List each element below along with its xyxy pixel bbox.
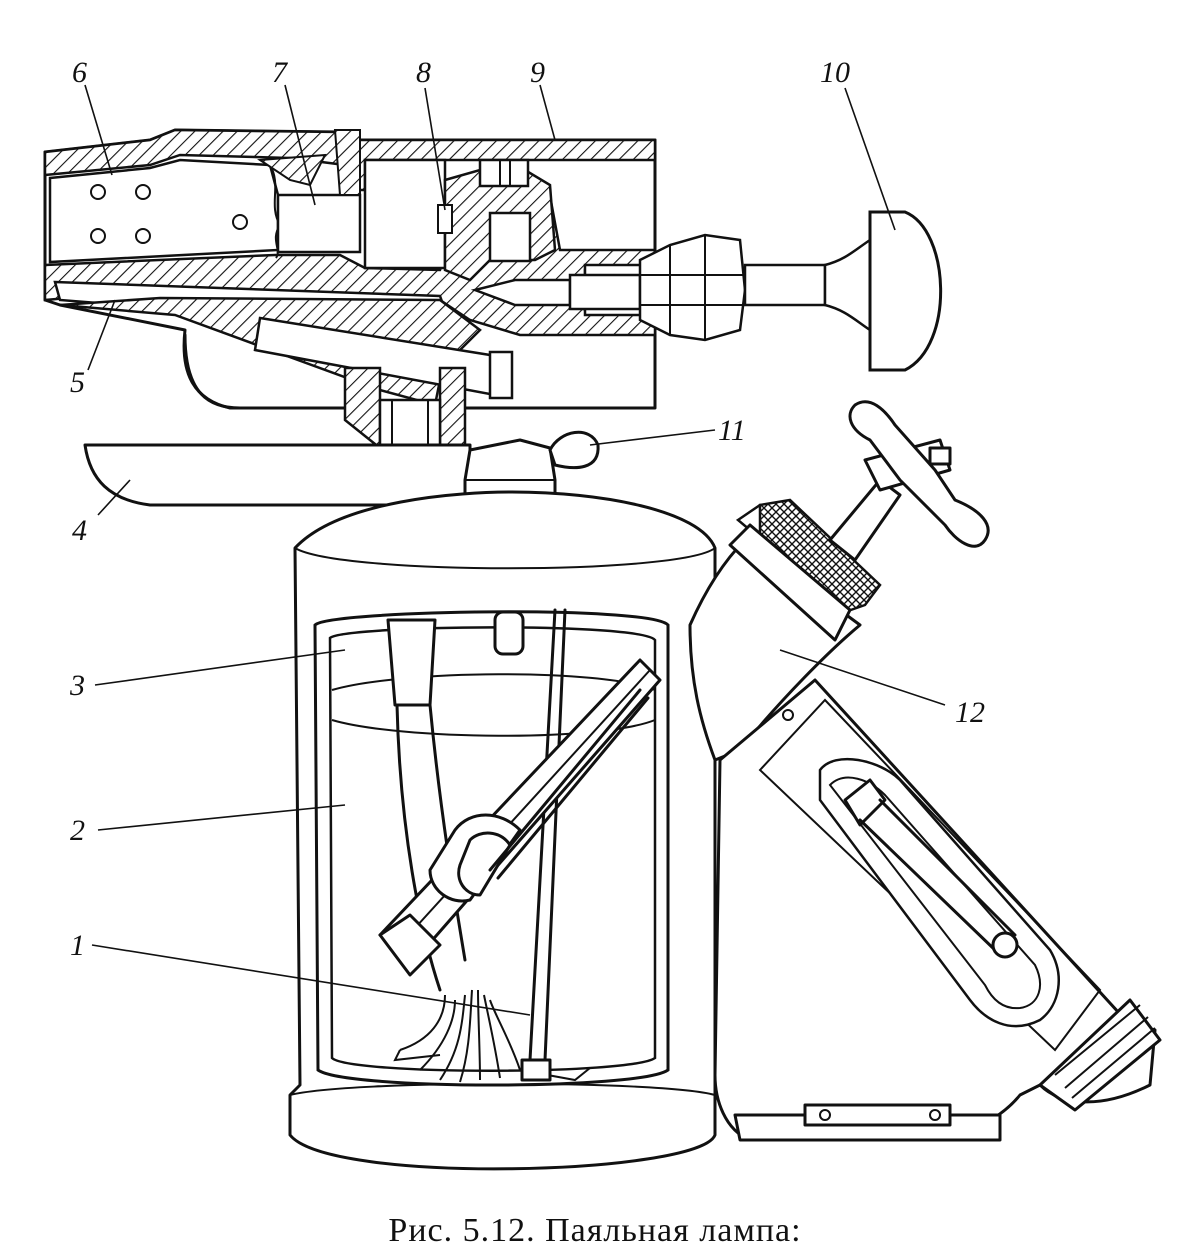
callout-12: 12 [955,696,985,729]
callout-9: 9 [530,56,545,89]
leader-5 [87,299,116,371]
leader-9 [539,84,556,141]
callout-3: 3 [69,669,85,702]
leader-1 [91,944,531,1016]
callout-labels: 6 7 8 9 10 5 4 11 3 2 1 12 [69,56,985,962]
leader-12 [779,649,946,706]
valve-handwheel [638,210,943,372]
callout-8: 8 [416,56,431,89]
callout-1: 1 [70,929,85,962]
leader-lines [84,84,946,1016]
callout-2: 2 [70,814,85,847]
callout-11: 11 [718,414,746,447]
callout-6: 6 [72,56,87,89]
burner-head [43,128,667,451]
leader-6 [84,84,113,176]
leader-10 [844,87,896,231]
leader-4 [97,479,131,516]
callout-4: 4 [72,514,87,547]
leader-8 [424,87,446,211]
drip-pan [83,443,472,507]
pump-cylinder [378,658,662,977]
leader-2 [97,804,346,831]
figure-caption: Рис. 5.12. Паяльная лампа: [388,1212,802,1249]
leader-3 [94,649,346,686]
callout-7: 7 [272,56,289,89]
pump-assembly [688,400,1162,1142]
leader-7 [284,84,316,206]
callout-5: 5 [70,366,85,399]
callout-10: 10 [820,56,850,89]
leader-11 [589,429,716,446]
